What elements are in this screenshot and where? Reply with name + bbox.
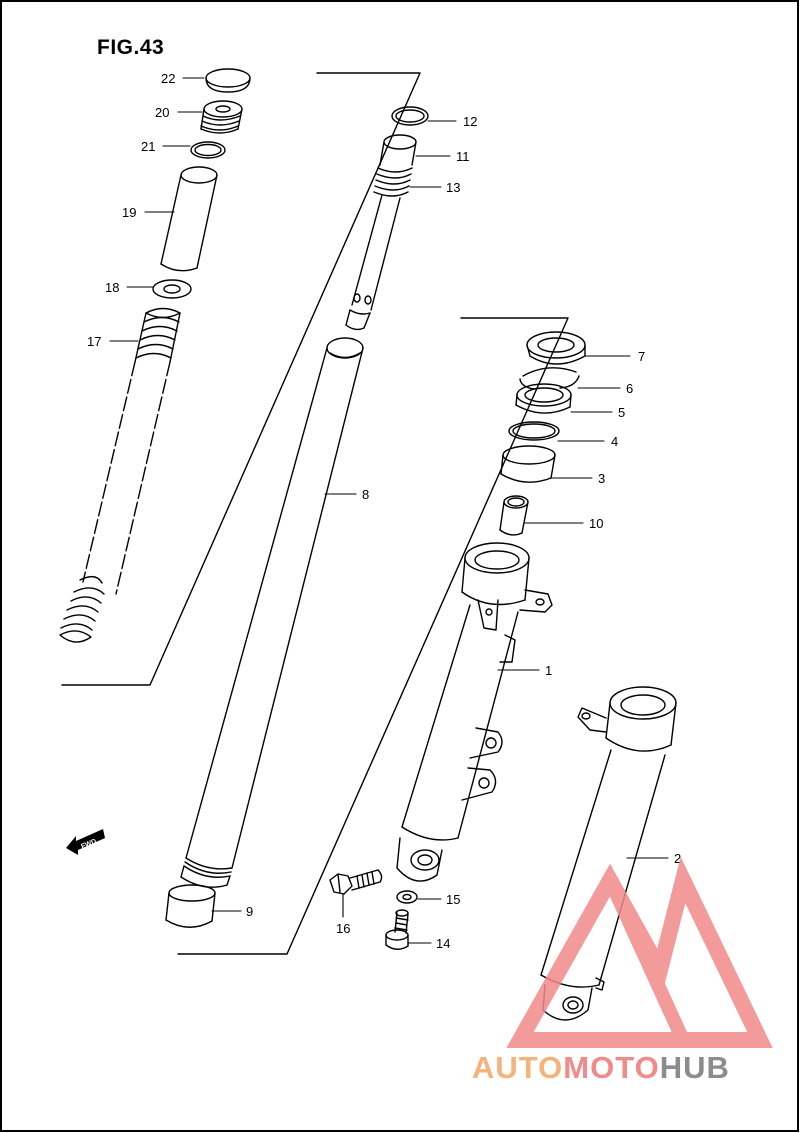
watermark-part-moto: MOTO <box>563 1050 660 1085</box>
callout-22: 22 <box>161 71 175 86</box>
callout-7: 7 <box>638 349 645 364</box>
part-21-o-ring <box>190 141 226 159</box>
callout-19: 19 <box>122 205 136 220</box>
part-5-oil-seal <box>515 383 572 414</box>
part-18-washer <box>152 279 192 299</box>
callout-17: 17 <box>87 334 101 349</box>
part-11-damper-rod <box>345 134 417 331</box>
group-bracket-tube <box>177 317 569 955</box>
forward-arrow-icon: FWD <box>66 829 105 855</box>
part-16-axle-pinch-bolt <box>329 869 383 895</box>
part-19-spacer <box>160 166 218 272</box>
part-1-outer-tube-right <box>396 542 553 882</box>
leader-lines <box>109 77 669 944</box>
callout-4: 4 <box>611 434 618 449</box>
callout-15: 15 <box>446 892 460 907</box>
callout-8: 8 <box>362 487 369 502</box>
part-7-dust-seal <box>526 331 586 365</box>
part-2-outer-tube-left <box>540 686 677 1021</box>
callout-21: 21 <box>141 139 155 154</box>
part-20-cap-bolt <box>200 100 243 134</box>
callout-11: 11 <box>456 149 470 164</box>
watermark-logo-icon <box>506 856 773 1048</box>
callout-1: 1 <box>545 663 552 678</box>
callout-14: 14 <box>436 936 450 951</box>
part-3-guide-bushing <box>500 445 556 483</box>
callout-6: 6 <box>626 381 633 396</box>
callout-20: 20 <box>155 105 169 120</box>
part-10-oil-lock-piece <box>499 495 529 536</box>
part-12-ring <box>391 106 429 126</box>
callout-9: 9 <box>246 904 253 919</box>
part-4-seal-spacer <box>508 421 560 441</box>
watermark-part-hub: HUB <box>659 1050 730 1085</box>
callout-12: 12 <box>463 114 477 129</box>
watermark-text: AUTOMOTOHUB <box>472 1050 730 1086</box>
callout-2: 2 <box>674 851 681 866</box>
part-22-cap <box>205 68 251 93</box>
part-8-inner-tube <box>180 337 364 888</box>
callout-18: 18 <box>105 280 119 295</box>
callout-10: 10 <box>589 516 603 531</box>
callout-labels: 22 20 21 19 18 17 12 11 13 8 7 6 5 4 3 1… <box>87 71 681 951</box>
callout-13: 13 <box>446 180 460 195</box>
part-14-damper-rod-bolt <box>385 909 409 950</box>
part-6-stopper-ring <box>519 367 580 390</box>
part-9-slide-bushing <box>165 884 216 928</box>
figure-title: FIG.43 <box>97 36 165 59</box>
watermark-part-auto: AUTO <box>472 1050 564 1085</box>
group-bracket-inner <box>61 72 421 686</box>
callout-16: 16 <box>336 921 350 936</box>
part-17-fork-spring <box>59 307 181 643</box>
callout-5: 5 <box>618 405 625 420</box>
part-15-gasket <box>396 890 418 904</box>
callout-3: 3 <box>598 471 605 486</box>
